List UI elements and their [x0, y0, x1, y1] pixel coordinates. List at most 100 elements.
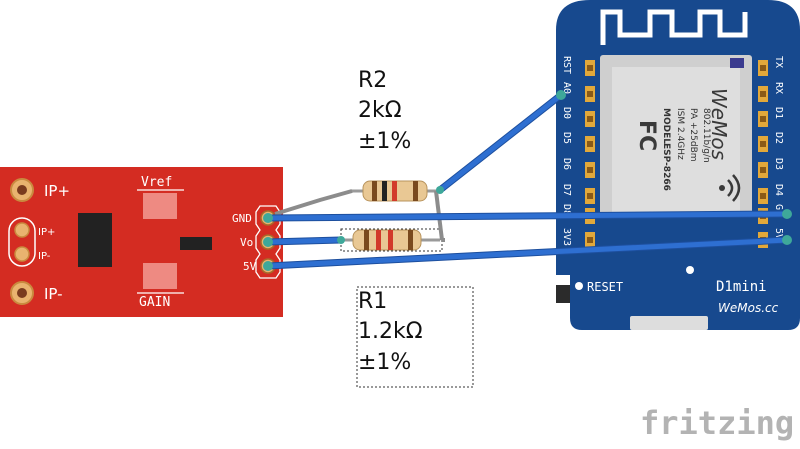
board-name: D1mini — [716, 279, 767, 295]
r2-band-3 — [392, 181, 397, 201]
right-pin-label: G — [773, 204, 784, 210]
wire-end-5v — [782, 235, 792, 245]
left-pin-hole — [587, 91, 593, 97]
right-pin-label: 5V — [773, 228, 784, 240]
left-pin-label: D7 — [561, 184, 572, 196]
module-model: ESP-8266 — [661, 143, 671, 191]
r2-band-4 — [413, 181, 418, 201]
gain-pad — [143, 263, 177, 289]
wire-end-r1 — [337, 236, 345, 244]
left-pin-hole — [587, 237, 593, 243]
vref-label: Vref — [141, 175, 172, 190]
r2-label: R2 2kΩ ±1% — [358, 68, 411, 154]
module-spec-2: PA +25dBm — [688, 108, 698, 162]
left-pin-label: D8 — [561, 204, 572, 216]
r1-band-2 — [376, 230, 381, 250]
r2-value: 2kΩ — [358, 98, 402, 123]
r2-band-1 — [372, 181, 377, 201]
vo-pin-label: Vo — [240, 236, 253, 249]
fcc-mark: FC — [634, 120, 659, 151]
wire-end-a0 — [556, 90, 566, 100]
r1-name: R1 — [358, 289, 387, 314]
left-pin-hole — [587, 116, 593, 122]
left-pin-label: A0 — [561, 82, 572, 94]
right-pin-hole — [760, 65, 766, 71]
left-pin-label: D6 — [561, 158, 572, 170]
small-ip-plus-label: IP+ — [38, 227, 55, 238]
resistor-r2 — [350, 180, 440, 202]
r2-name: R2 — [358, 68, 387, 93]
wire-end-5v-sensor — [263, 261, 273, 271]
r2-tolerance: ±1% — [358, 129, 411, 154]
sensor-chip — [78, 213, 112, 267]
left-pin-hole — [587, 141, 593, 147]
5v-wire — [265, 237, 790, 269]
ip-minus-pad-hole — [17, 288, 27, 298]
small-ip-minus-pad — [14, 246, 30, 262]
module-brand: WeMos — [707, 88, 731, 160]
reset-button[interactable] — [556, 285, 570, 303]
a0-wire — [437, 92, 564, 193]
wifi-icon — [719, 174, 741, 202]
right-pin-label: D3 — [773, 158, 784, 170]
left-pin-label: 3V3 — [561, 228, 572, 246]
fritzing-watermark: fritzing — [640, 404, 794, 442]
left-pin-hole — [587, 65, 593, 71]
sensor-small-component — [180, 237, 212, 250]
right-pin-hole — [760, 167, 766, 173]
right-pin-label: D2 — [773, 132, 784, 144]
r1-value: 1.2kΩ — [358, 319, 423, 344]
wire-end-vo-sensor — [263, 237, 273, 247]
antenna-trace — [600, 9, 748, 45]
5v-pin-label: 5V — [243, 260, 257, 273]
right-pin-label: D1 — [773, 107, 784, 119]
right-pin-label: RX — [773, 82, 784, 94]
right-pin-label: D4 — [773, 184, 784, 196]
smd-led — [730, 58, 744, 68]
esp-module-can — [612, 67, 740, 212]
right-pin-hole — [760, 141, 766, 147]
small-ip-minus-label: IP- — [38, 251, 51, 262]
gnd-pin-label: GND — [232, 212, 252, 225]
sensor-pcb — [0, 167, 283, 317]
right-pin-hole — [760, 116, 766, 122]
wire-end-r2 — [436, 186, 444, 194]
gnd-to-r2-wire — [274, 189, 353, 216]
reset-label: RESET — [587, 280, 623, 294]
wire-end-g — [782, 209, 792, 219]
r1-label: R1 1.2kΩ ±1% — [356, 286, 474, 388]
gain-label: GAIN — [139, 295, 170, 310]
r1-band-4 — [408, 230, 413, 250]
left-pin-label: D5 — [561, 132, 572, 144]
left-pin-label: D0 — [561, 107, 572, 119]
reset-dot — [575, 282, 583, 290]
right-pin-label: TX — [773, 56, 784, 68]
small-ip-plus-pad — [14, 222, 30, 238]
module-spec-1: ISM 2.4GHz — [675, 108, 685, 160]
mount-dot — [686, 266, 694, 274]
current-sensor-board: IP+ IP+ IP- IP- Vref GAIN GND Vo 5V — [0, 167, 283, 317]
wemos-d1-mini-board: FC MODEL ESP-8266 ISM 2.4GHz PA +25dBm 8… — [556, 0, 800, 330]
wires — [263, 90, 792, 271]
r1-tolerance: ±1% — [358, 350, 411, 375]
gnd-wire — [265, 211, 790, 221]
resistor-r1 — [340, 228, 443, 252]
vref-pad — [143, 193, 177, 219]
right-pin-hole — [760, 193, 766, 199]
usb-port — [630, 316, 708, 330]
vo-wire — [265, 237, 344, 245]
r1-label-selection-box — [356, 286, 474, 388]
r2-band-2 — [382, 181, 387, 201]
module-model-label: MODEL — [661, 108, 671, 144]
small-pad-outline — [8, 217, 36, 267]
ip-plus-pad-hole — [17, 185, 27, 195]
left-pin-label: RST — [561, 56, 572, 74]
ip-plus-label: IP+ — [44, 182, 70, 200]
right-pin-hole — [760, 91, 766, 97]
ip-minus-label: IP- — [44, 285, 63, 303]
r1-body — [352, 229, 422, 251]
wire-end-gnd-sensor — [263, 213, 273, 223]
board-site: WeMos.cc — [718, 301, 779, 315]
r1-band-1 — [364, 230, 369, 250]
